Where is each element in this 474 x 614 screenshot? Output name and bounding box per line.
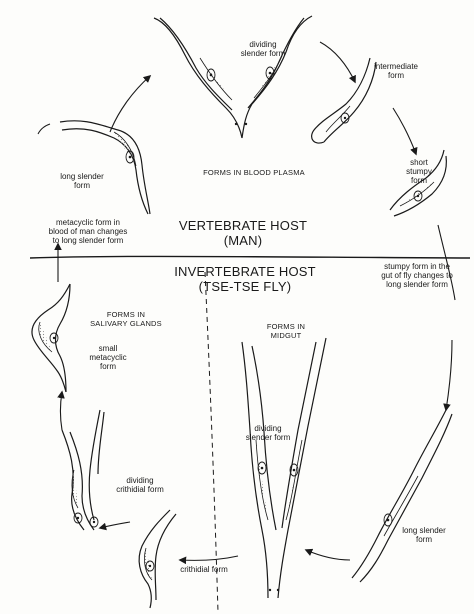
midgut-dividing-slender-organism (241, 337, 327, 599)
label-forms-in-midgut: FORMS IN MIDGUT (266, 322, 306, 340)
label-stumpy-in-gut: stumpy form in the gut of fly changes to… (381, 262, 453, 289)
long-slender-bottom-organism (351, 409, 453, 583)
label-invertebrate-host: INVERTEBRATE HOST (TSE-TSE FLY) (174, 264, 316, 294)
arrow-to-dividing-slender (109, 74, 152, 133)
label-intermediate-form: intermediate form (373, 62, 419, 80)
label-crithidial-form: crithidial form (180, 565, 228, 574)
label-dividing-slender-midgut: dividing slender form (245, 424, 291, 442)
label-short-stumpy-form: short stumpy form (406, 158, 432, 185)
label-metacyclic-in-blood: metacyclic form in blood of man changes … (48, 218, 128, 245)
arrow-to-metacyclic (57, 390, 65, 431)
arrow-to-midgut-dividing (304, 548, 351, 561)
arrow-to-crithidial (178, 555, 239, 565)
label-dividing-crithidial-form: dividing crithidial form (116, 476, 164, 494)
label-forms-in-salivary-glands: FORMS IN SALIVARY GLANDS (90, 310, 162, 328)
dividing-crithidial-form-organism (61, 409, 105, 531)
intermediate-form-organism (311, 57, 377, 144)
long-slender-form-organism (37, 120, 151, 215)
arrow-to-intermediate (319, 41, 356, 84)
label-vertebrate-host: VERTEBRATE HOST (MAN) (178, 218, 308, 248)
small-metacyclic-form-organism (31, 283, 71, 393)
label-dividing-slender-top: dividing slender form (240, 40, 286, 58)
label-long-slender-bottom: long slender form (402, 526, 446, 544)
arrow-to-dividing-crithidial (98, 521, 131, 531)
arrow-to-long-slender-bottom (443, 339, 453, 412)
label-long-slender-top: long slender form (60, 172, 104, 190)
midgut-divider-line (204, 271, 219, 613)
host-divider-line (29, 255, 471, 259)
label-small-metacyclic-form: small metacyclic form (89, 344, 127, 371)
crithidial-form-organism (138, 509, 177, 609)
short-stumpy-form-organism (389, 149, 447, 217)
dividing-slender-form-organism (153, 15, 313, 139)
label-forms-in-blood-plasma: FORMS IN BLOOD PLASMA (203, 168, 305, 177)
arrow-stumpy-to-fly (437, 224, 456, 301)
arrow-to-short-stumpy (392, 107, 418, 156)
